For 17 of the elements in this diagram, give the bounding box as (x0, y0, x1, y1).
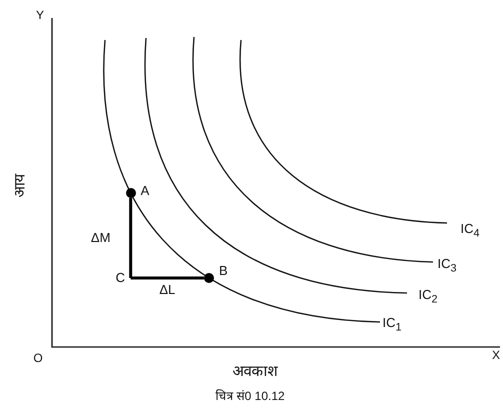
curve-label: IC$_{3}$ (437, 257, 457, 275)
curve-label: IC$_{2}$ (418, 288, 438, 306)
curve-label: IC$_{4}$ (460, 222, 480, 240)
axis-label: X (492, 349, 500, 361)
edge-label: ΔM (90, 231, 112, 244)
axis-label: Y (36, 9, 44, 21)
point-label: B (219, 264, 228, 277)
axis-title: आय (12, 173, 28, 197)
point-label: A (140, 184, 150, 197)
axis-title: अवकाश (232, 364, 278, 378)
edge-label: ΔL (158, 283, 176, 296)
curve-label: IC$_{1}$ (382, 316, 402, 334)
connector-line (130, 276, 204, 280)
point-label: C (116, 270, 126, 284)
origin-label: O (33, 352, 43, 364)
connector-line (129, 198, 132, 278)
caption: चित्र सं0 10.12 (215, 390, 285, 402)
